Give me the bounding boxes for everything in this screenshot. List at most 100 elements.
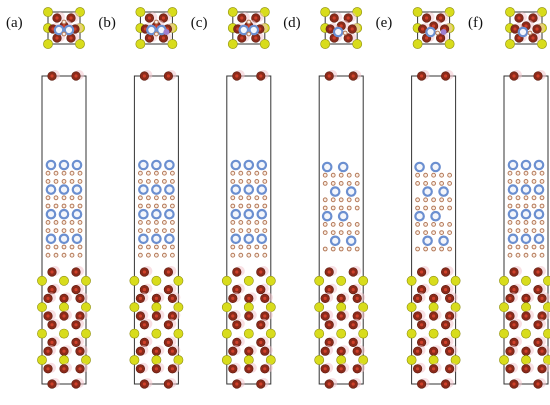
small-brown-atom [138, 228, 143, 234]
dark-red-atom-core [247, 296, 251, 300]
dark-red-atom-core [536, 340, 540, 344]
small-brown-atom [69, 203, 75, 209]
small-brown-atom [246, 244, 252, 250]
small-brown-atom [346, 222, 352, 227]
small-brown-atom [507, 203, 513, 209]
blue-ring-atom [138, 184, 149, 195]
dark-red-atom-core [235, 74, 239, 78]
dark-red-atom-core [240, 16, 244, 20]
dark-red-atom-core [524, 349, 528, 353]
dark-red-atom-core [508, 349, 512, 353]
dark-red-atom-core [69, 36, 73, 40]
dark-red-atom-core [247, 367, 251, 371]
blue-ring-atom [520, 184, 532, 195]
small-brown-atom [338, 222, 344, 227]
small-brown-atom [322, 172, 328, 178]
blue-ring-atom [438, 235, 449, 247]
dark-red-atom-core [240, 36, 244, 40]
dark-red-atom-core [512, 340, 516, 344]
side-view-frame [318, 75, 364, 385]
small-brown-atom [170, 220, 175, 225]
small-brown-atom [69, 252, 75, 258]
blue-ring-atom [533, 184, 545, 195]
small-brown-atom [515, 244, 521, 250]
small-brown-atom [423, 181, 429, 186]
blue-ring-atom [58, 184, 70, 195]
dark-red-atom-core [416, 349, 420, 353]
small-brown-atom [507, 170, 513, 176]
blue-ring-atom [71, 208, 83, 220]
dark-red-atom-core [416, 314, 420, 318]
small-brown-atom [423, 205, 429, 211]
small-brown-atom [238, 195, 244, 201]
small-brown-atom [77, 195, 83, 201]
dark-red-atom-core [235, 340, 239, 344]
small-brown-atom [431, 181, 437, 186]
dark-red-atom-core [351, 74, 355, 78]
blue-ring-atom [520, 159, 532, 171]
dark-red-atom-core [508, 367, 512, 371]
yellow-atom [221, 355, 232, 365]
dark-red-atom-core [351, 382, 355, 386]
dark-red-atom-core [147, 16, 151, 20]
dark-red-atom-core [138, 314, 142, 318]
dark-red-atom-core [62, 367, 66, 371]
dark-red-atom-core [448, 367, 452, 371]
dark-red-atom-core [540, 367, 544, 371]
small-brown-atom [262, 203, 268, 209]
small-brown-atom [523, 228, 529, 234]
small-brown-atom [354, 205, 360, 211]
small-brown-atom [53, 179, 59, 184]
dark-red-atom-core [355, 314, 359, 318]
purple-atom [163, 29, 170, 35]
dark-red-atom-core [448, 349, 452, 353]
dark-red-atom-core [259, 382, 263, 386]
dark-red-atom-core [346, 16, 350, 20]
small-brown-atom [262, 170, 268, 176]
dark-red-atom-core [166, 270, 170, 274]
yellow-atom [499, 275, 509, 286]
dark-red-atom-core [444, 288, 448, 292]
side-view-frame [411, 75, 457, 385]
small-brown-atom [254, 244, 260, 250]
dark-red-atom-core [536, 323, 540, 327]
side-view-cell [37, 70, 91, 389]
small-brown-atom [523, 220, 529, 225]
side-view-cell [406, 70, 461, 389]
blue-ring-atom [58, 159, 70, 171]
small-brown-atom [45, 195, 51, 201]
yellow-atom [227, 39, 238, 49]
dark-red-atom-core [323, 314, 327, 318]
blue-ring-atom [45, 159, 57, 171]
panel-label: (c) [191, 15, 208, 31]
blue-ring-atom [507, 233, 519, 245]
dark-red-atom-core [420, 74, 424, 78]
blue-ring-atom [425, 26, 436, 38]
small-brown-atom [146, 179, 151, 184]
small-brown-atom [53, 170, 59, 176]
dark-red-atom-core [138, 296, 142, 300]
yellow-atom [543, 328, 550, 339]
dark-red-atom-core [444, 340, 448, 344]
dark-red-atom-core [444, 382, 448, 386]
side-view-frame [133, 75, 179, 385]
small-brown-atom [431, 197, 437, 203]
dark-red-atom-core [351, 288, 355, 292]
small-brown-atom [539, 203, 545, 209]
small-brown-atom [439, 172, 445, 178]
blue-ring-atom [230, 184, 242, 195]
dark-red-atom-core [142, 270, 146, 274]
small-brown-atom [154, 203, 159, 209]
dark-red-atom-core [328, 27, 332, 31]
dark-red-atom-core [166, 323, 170, 327]
yellow-atom [173, 275, 184, 286]
dark-red-atom-core [351, 323, 355, 327]
small-brown-atom [322, 246, 328, 252]
yellow-atom [505, 39, 515, 49]
small-brown-atom [415, 222, 421, 227]
dark-red-atom-core [138, 367, 142, 371]
yellow-atom [412, 7, 423, 17]
small-brown-atom [246, 19, 252, 25]
small-brown-atom [439, 246, 445, 252]
